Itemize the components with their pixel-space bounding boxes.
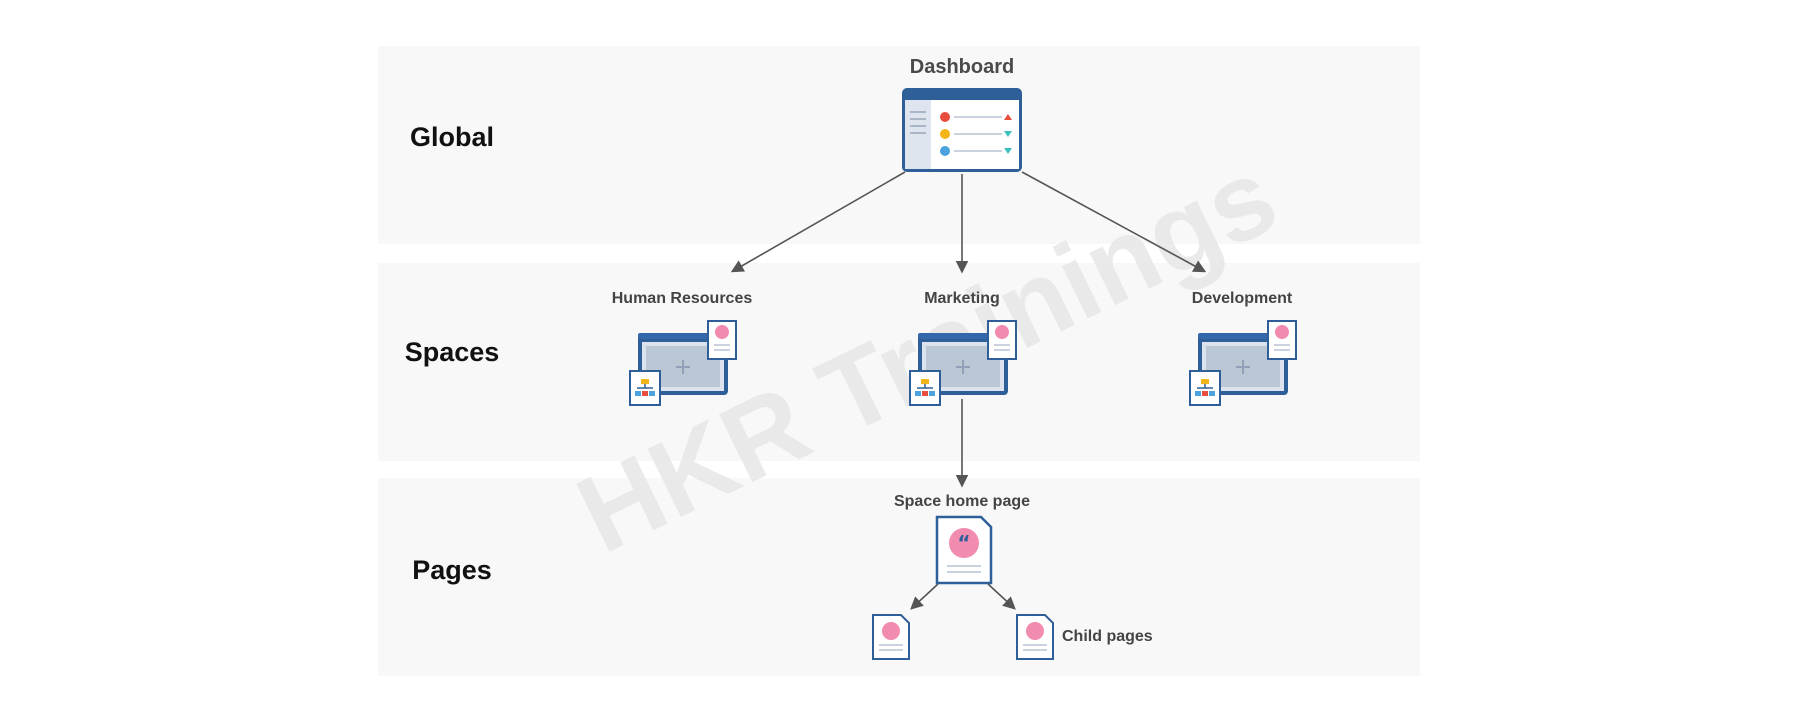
node-label-space-hr: Human Resources — [611, 290, 753, 307]
arrow-dashboard-hr — [730, 171, 906, 273]
node-label-space-development: Development — [1191, 290, 1293, 307]
dashboard-window-icon — [902, 88, 1022, 172]
quote-icon: “ — [957, 531, 970, 555]
arrow-dashboard-development — [1021, 171, 1207, 273]
space-window-icon-marketing — [909, 320, 1017, 406]
node-label-dashboard: Dashboard — [909, 56, 1015, 78]
row-label-global: Global — [409, 122, 494, 152]
page-document-icon-child-left — [872, 614, 910, 660]
space-window-icon-hr — [629, 320, 737, 406]
row-band-global — [378, 46, 1420, 244]
arrow-home-child-left — [910, 583, 939, 610]
row-label-pages: Pages — [412, 555, 492, 585]
space-window-icon-development — [1189, 320, 1297, 406]
node-label-space-home: Space home page — [893, 493, 1031, 510]
row-label-spaces: Spaces — [404, 337, 500, 367]
page-document-icon-child-right — [1016, 614, 1054, 660]
node-label-child-pages: Child pages — [1062, 628, 1153, 645]
page-document-icon-home: “ — [935, 515, 993, 585]
node-label-space-marketing: Marketing — [924, 290, 1000, 307]
arrow-home-child-right — [987, 583, 1016, 610]
